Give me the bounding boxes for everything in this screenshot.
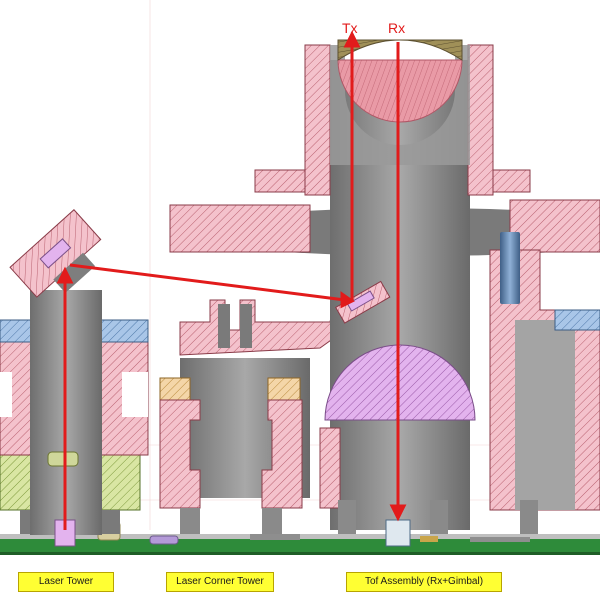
- laser-corner-tower-label: Laser Corner Tower: [166, 572, 274, 592]
- tof-assembly-label: Tof Assembly (Rx+Gimbal): [346, 572, 502, 592]
- rx-label: Rx: [388, 20, 406, 36]
- laser-tower-label: Laser Tower: [18, 572, 114, 592]
- tx-label: Tx: [342, 20, 358, 36]
- laser-tower: [0, 209, 149, 547]
- beam-paths: [56, 30, 407, 530]
- laser-beam-to-mirror: [69, 263, 346, 302]
- pcb-board: [0, 521, 600, 555]
